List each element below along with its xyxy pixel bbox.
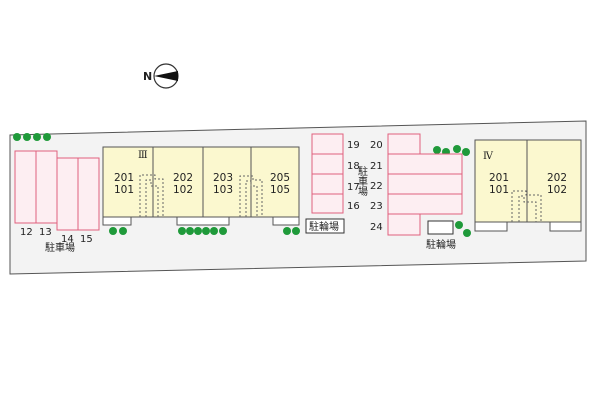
building-4-label: Ⅳ — [483, 151, 494, 162]
parking-space-number: 12 — [20, 227, 33, 238]
unit-number: 202 — [173, 172, 193, 184]
compass-north-label: N — [143, 70, 152, 83]
north-compass-icon: N — [143, 63, 179, 89]
parking-lot-left — [14, 150, 100, 231]
parking-space-number: 24 — [370, 222, 383, 233]
tree-group-left — [13, 133, 51, 141]
bicycle-parking-label-middle: 駐輪場 — [309, 220, 339, 233]
parking-space-number: 23 — [370, 201, 383, 212]
tree-group-building-3-left — [109, 227, 127, 235]
unit-number: 205 — [270, 172, 290, 184]
parking-space-number: 20 — [370, 140, 383, 151]
unit-number: 202 — [547, 172, 567, 184]
parking-space-number: 15 — [80, 234, 93, 245]
parking-space-number: 22 — [370, 181, 383, 192]
bicycle-parking-middle — [305, 218, 345, 234]
parking-space-number: 13 — [39, 227, 52, 238]
unit-number: 105 — [270, 184, 290, 196]
parking-space-number: 21 — [370, 161, 383, 172]
parking-space-number: 18 — [347, 161, 360, 172]
tree-group-building-3-right — [283, 227, 300, 235]
unit-number: 101 — [114, 184, 134, 196]
tree-group-right-bottom — [455, 221, 471, 237]
unit-number: 201 — [489, 172, 509, 184]
parking-label-middle: 駐車場 — [356, 165, 368, 197]
parking-space-number: 16 — [347, 201, 360, 212]
unit-number: 201 — [114, 172, 134, 184]
unit-number: 102 — [547, 184, 567, 196]
parking-space-number: 17 — [347, 182, 360, 193]
unit-number: 102 — [173, 184, 193, 196]
building-3 — [102, 146, 300, 226]
bicycle-parking-right-shed — [427, 220, 454, 235]
bicycle-parking-label-right: 駐輪場 — [426, 238, 456, 251]
unit-number: 203 — [213, 172, 233, 184]
parking-space-number: 14 — [61, 234, 74, 245]
parking-space-number: 19 — [347, 140, 360, 151]
parking-lot-right — [387, 133, 463, 236]
building-4 — [474, 139, 582, 232]
parking-lot-middle — [311, 133, 344, 214]
unit-number: 101 — [489, 184, 509, 196]
parking-label-left: 駐車場 — [45, 241, 75, 254]
unit-number: 103 — [213, 184, 233, 196]
building-3-label: Ⅲ — [138, 150, 148, 161]
tree-group-building-3-middle — [178, 227, 227, 235]
